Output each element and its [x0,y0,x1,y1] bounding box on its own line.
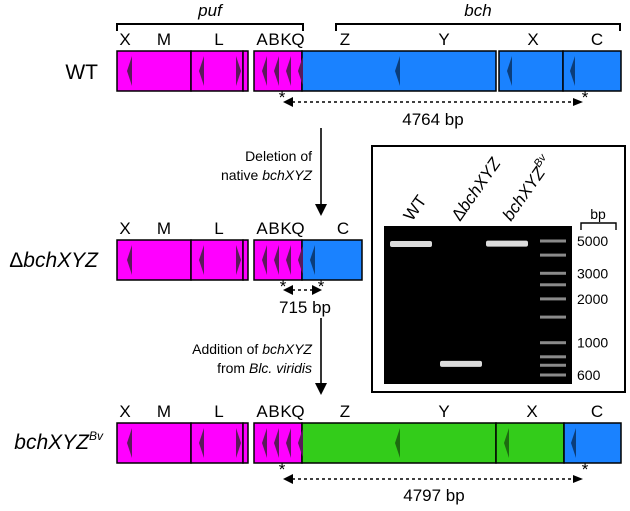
sample-bands [390,240,528,367]
gene-label: Z [340,402,350,421]
ladder-band [540,355,566,359]
primer-marker: * [582,88,589,107]
gene-label: K [280,30,292,49]
gel-band-addition [486,240,528,247]
deletion-step-line1: Deletion of [245,148,312,164]
deletion-product-size: 715 bp [279,298,331,317]
gene-label: B [268,30,279,49]
primer-marker: * [279,88,286,107]
wt-row-label: WT [65,61,98,84]
ladder-bracket [580,222,617,230]
deletion-operon: X M L A B K Q C [116,219,363,281]
gene-label: Q [291,219,304,238]
primer-marker: * [582,460,589,479]
ladder-band [540,341,566,345]
gene-label: X [119,219,130,238]
wt-product: * * 4764 bp [279,88,589,129]
gene-label: C [591,402,603,421]
ladder-band [540,297,566,301]
gene-label: B [268,402,279,421]
addition-step-line2: from Blc. viridis [217,360,312,376]
addition-row-label: bchXYZBv [14,429,104,454]
ladder-bands [540,239,566,377]
addition-product-size: 4797 bp [403,486,464,505]
gene-label: B [268,219,279,238]
gene-label: Y [438,402,449,421]
bch-label: bch [464,1,491,20]
deletion-row-label: ΔbchXYZ [9,249,99,272]
gene-pufL-end [242,50,249,92]
gel-image [384,226,572,384]
deletion-product: * * 715 bp [279,277,331,317]
ladder-label: 2000 [577,291,608,307]
ladder-band [540,239,566,243]
ladder-labels: 5000 3000 2000 1000 600 [577,233,608,383]
gene-label: C [591,30,603,49]
primer-marker: * [318,277,325,296]
ladder-band [540,363,566,367]
gene-label: C [337,219,349,238]
ladder-label: 3000 [577,265,608,281]
ladder-band [540,373,566,377]
gel-band-deletion [440,360,482,367]
ladder-label: 600 [577,367,601,383]
puf-label: puf [197,1,224,20]
gene-label: M [157,30,171,49]
ladder-band [540,253,566,257]
wt-operon: X M L A B K Q Z Y X C [116,30,622,92]
gene-label: X [527,30,538,49]
ladder-band [540,283,566,287]
wt-product-size: 4764 bp [402,110,463,129]
ladder-label: 5000 [577,233,608,249]
gene-label: M [157,402,171,421]
gene-label: X [119,30,130,49]
gene-label: Z [340,30,350,49]
gene-label: L [214,30,223,49]
gene-label: Y [438,30,449,49]
gene-label: K [280,402,292,421]
gel-unit: bp [590,206,606,222]
addition-step: Addition of bchXYZ from Blc. viridis [192,318,327,395]
addition-product: * * 4797 bp [279,460,589,505]
gene-label: K [280,219,292,238]
primer-marker: * [280,277,287,296]
addition-operon: X M L A B K Q Z Y X C [116,402,622,464]
ladder-band [540,315,566,319]
gene-label: A [256,402,268,421]
gene-label: L [214,219,223,238]
gene-label: X [119,402,130,421]
gene-label: M [157,219,171,238]
bch-bracket: bch [335,1,621,31]
gene-label: A [256,219,268,238]
primer-marker: * [279,460,286,479]
addition-step-line1: Addition of bchXYZ [192,341,312,357]
gene-label: Q [291,402,304,421]
deletion-step: Deletion of native bchXYZ [221,128,327,216]
gene-label: X [526,402,537,421]
gene-label: Q [291,30,304,49]
gel-band-wt [390,241,432,248]
gene-label: A [256,30,268,49]
gene-label: L [214,402,223,421]
ladder-label: 1000 [577,335,608,351]
gene-pufM [190,50,244,92]
deletion-step-line2: native bchXYZ [221,167,312,183]
puf-bracket: puf [116,1,304,31]
ladder-band [540,271,566,275]
gel-panel: WT ΔbchXYZ bchXYZBv bp 50003000200010006… [371,145,626,393]
